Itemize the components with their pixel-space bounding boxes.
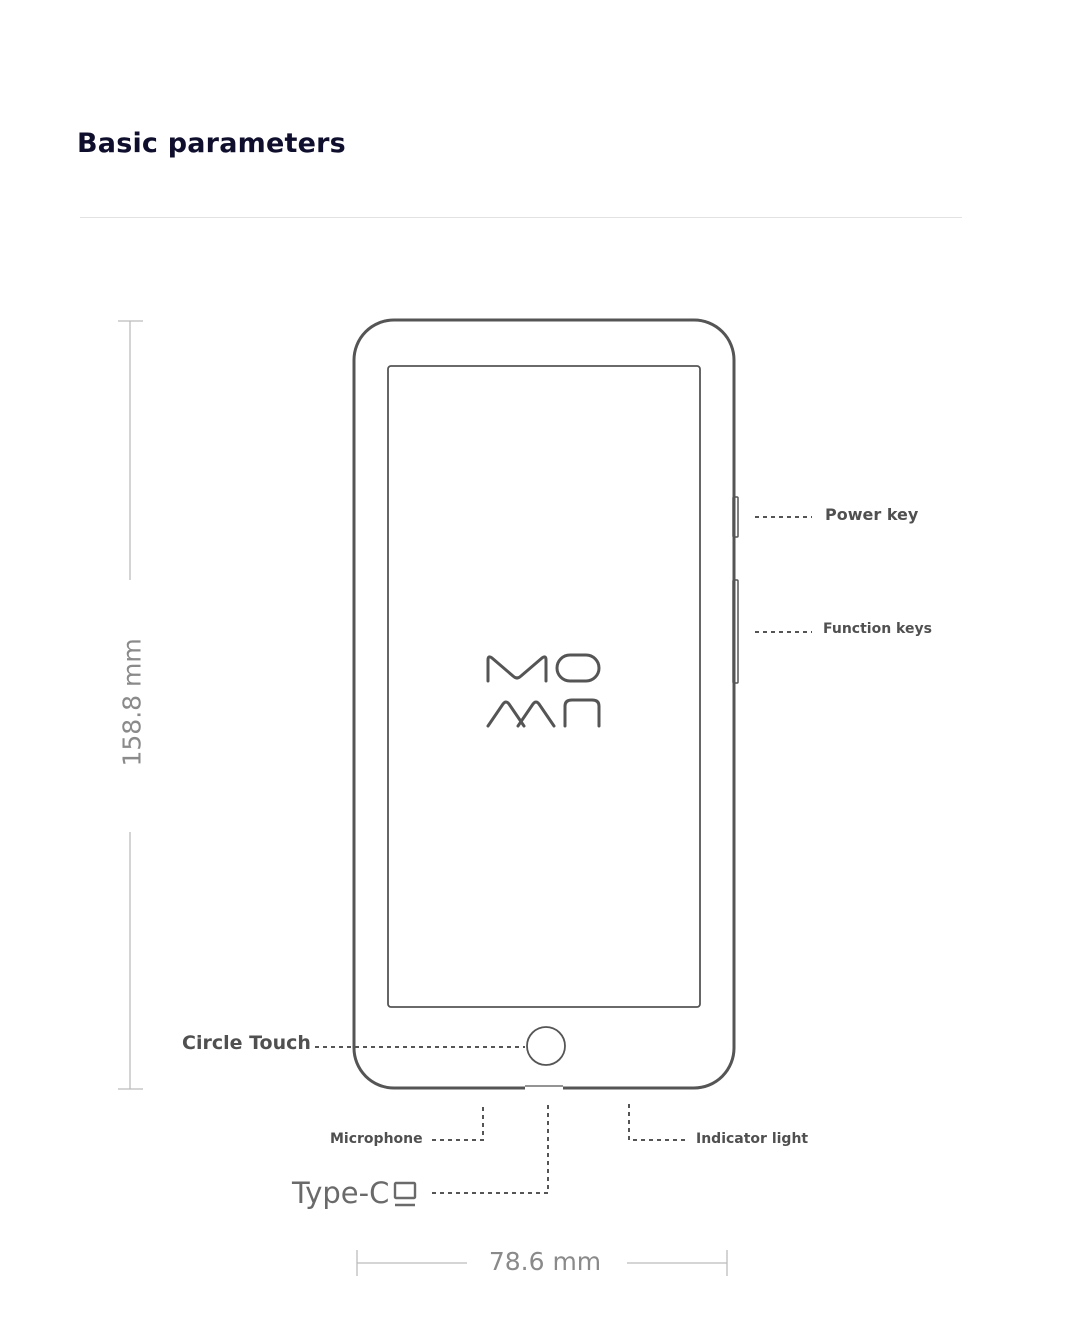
microphone-leader xyxy=(432,1104,484,1141)
microphone-label: Microphone xyxy=(330,1131,423,1147)
height-dimension-line xyxy=(118,320,143,1090)
device-screen xyxy=(387,365,701,1008)
width-dimension: 78.6 mm xyxy=(488,1247,602,1276)
function-keys-label: Function keys xyxy=(823,621,932,637)
power-key-label: Power key xyxy=(825,505,919,524)
power-key xyxy=(732,496,739,538)
type-c-label: Type-C xyxy=(292,1176,390,1210)
brand-logo xyxy=(486,653,601,728)
function-keys xyxy=(732,579,739,684)
device-body xyxy=(352,318,736,1090)
circle-touch-button xyxy=(526,1026,566,1066)
indicator-light-label: Indicator light xyxy=(696,1131,809,1147)
page-title: Basic parameters xyxy=(77,128,346,159)
indicator-light-leader xyxy=(628,1104,686,1141)
type-c-port-icon xyxy=(393,1181,417,1207)
height-dimension: 158.8 mm xyxy=(117,638,147,767)
circle-touch-label: Circle Touch xyxy=(182,1032,311,1054)
type-c-port xyxy=(525,1084,563,1090)
title-divider xyxy=(80,217,962,218)
width-dimension-line xyxy=(356,1250,728,1276)
type-c-leader xyxy=(432,1104,549,1194)
